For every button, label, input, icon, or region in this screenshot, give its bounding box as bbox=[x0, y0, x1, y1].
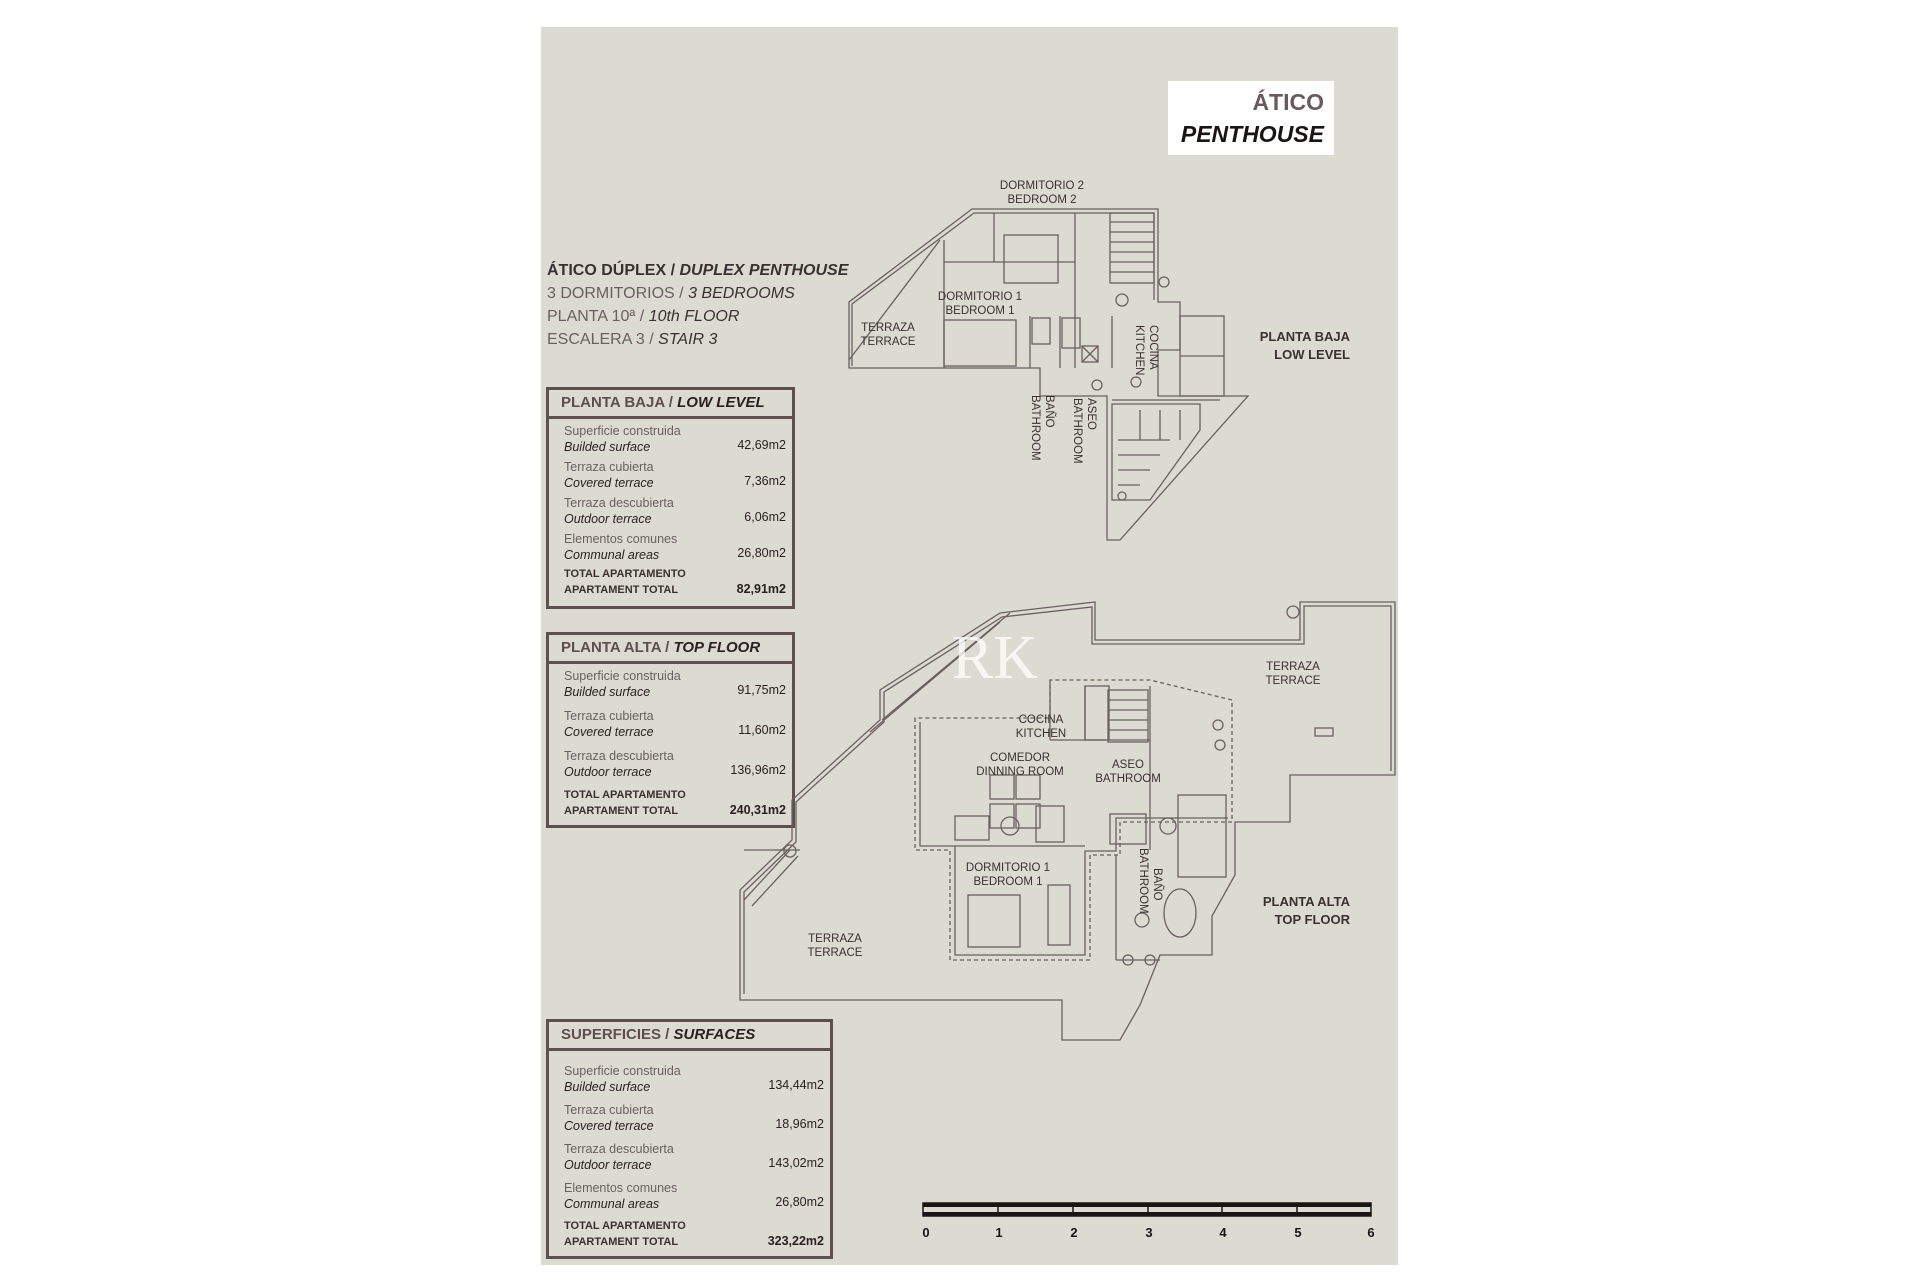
scale-label: 4 bbox=[1219, 1225, 1227, 1240]
desc-floor: PLANTA 10ª / 10th FLOOR bbox=[547, 308, 740, 325]
room-label-bedroom-1: BEDROOM 1 bbox=[945, 305, 1014, 317]
top-floor-room-labels: TERRAZA TERRACE COCINA KITCHEN COMEDOR D… bbox=[808, 661, 1321, 959]
watermark-logo: RK bbox=[952, 624, 1038, 692]
room-label-terrace-2: TERRACE bbox=[808, 947, 863, 959]
room-label-terrace: TERRACE bbox=[1266, 675, 1321, 687]
table-heading: PLANTA BAJA / LOW LEVEL bbox=[549, 390, 792, 419]
room-label-dormitorio-1: DORMITORIO 1 bbox=[966, 862, 1050, 874]
room-label-bedroom-2: BEDROOM 2 bbox=[1007, 194, 1076, 206]
top-floor-plan bbox=[739, 601, 1396, 1041]
room-label-comedor: COMEDOR bbox=[990, 752, 1050, 764]
low-level-room-labels: DORMITORIO 2 BEDROOM 2 DORMITORIO 1 BEDR… bbox=[861, 180, 1159, 464]
title-spanish: ÁTICO bbox=[1252, 89, 1324, 115]
room-label-dormitorio-1: DORMITORIO 1 bbox=[938, 291, 1022, 303]
room-label-bano: BAÑO bbox=[1151, 868, 1164, 901]
title-box: ÁTICO PENTHOUSE bbox=[1168, 81, 1334, 155]
room-label-terrace: TERRACE bbox=[861, 336, 916, 348]
room-label-aseo-bathroom: BATHROOM bbox=[1095, 773, 1161, 785]
title-english: PENTHOUSE bbox=[1180, 121, 1324, 147]
scale-bar: 0 1 2 3 4 5 6 bbox=[922, 1202, 1375, 1240]
room-label-bedroom-1: BEDROOM 1 bbox=[973, 876, 1042, 888]
scale-label: 3 bbox=[1145, 1225, 1152, 1240]
room-label-aseo-bathroom: BATHROOM bbox=[1071, 398, 1083, 464]
room-label-terraza-2: TERRAZA bbox=[808, 933, 862, 945]
total-surfaces-table: SUPERFICIES / SURFACES Superficie constr… bbox=[546, 1019, 833, 1259]
scale-label: 2 bbox=[1070, 1225, 1077, 1240]
unit-description: ÁTICO DÚPLEX / DUPLEX PENTHOUSE 3 DORMIT… bbox=[547, 259, 848, 351]
room-label-bano: BAÑO bbox=[1043, 395, 1056, 428]
low-level-floor-plan bbox=[848, 208, 1250, 541]
scale-label: 6 bbox=[1367, 1225, 1374, 1240]
desc-type: ÁTICO DÚPLEX / DUPLEX PENTHOUSE bbox=[547, 262, 849, 279]
room-label-kitchen: KITCHEN bbox=[1133, 325, 1145, 375]
room-label-bathroom: BATHROOM bbox=[1029, 395, 1041, 461]
room-label-dining-room: DINNING ROOM bbox=[976, 766, 1064, 778]
scale-label: 0 bbox=[922, 1225, 929, 1240]
room-label-terraza: TERRAZA bbox=[1266, 661, 1320, 673]
room-label-dormitorio-2: DORMITORIO 2 bbox=[1000, 180, 1084, 192]
desc-stair: ESCALERA 3 / STAIR 3 bbox=[547, 331, 718, 348]
room-label-terraza: TERRAZA bbox=[861, 322, 915, 334]
table-heading: PLANTA ALTA / TOP FLOOR bbox=[549, 635, 792, 664]
top-floor-surface-table: PLANTA ALTA / TOP FLOOR Superficie const… bbox=[546, 632, 795, 828]
scale-label: 1 bbox=[995, 1225, 1002, 1240]
room-label-kitchen: KITCHEN bbox=[1016, 728, 1066, 740]
room-label-aseo: ASEO bbox=[1085, 398, 1097, 430]
table-heading: SUPERFICIES / SURFACES bbox=[549, 1022, 830, 1051]
room-label-cocina: COCINA bbox=[1019, 714, 1064, 726]
low-level-surface-table: PLANTA BAJA / LOW LEVEL Superficie const… bbox=[546, 387, 795, 609]
room-label-cocina: COCINA bbox=[1147, 325, 1159, 370]
room-label-aseo: ASEO bbox=[1112, 759, 1144, 771]
room-label-bathroom: BATHROOM bbox=[1137, 848, 1149, 914]
scale-label: 5 bbox=[1294, 1225, 1301, 1240]
desc-bedrooms: 3 DORMITORIOS / 3 BEDROOMS bbox=[547, 285, 795, 302]
